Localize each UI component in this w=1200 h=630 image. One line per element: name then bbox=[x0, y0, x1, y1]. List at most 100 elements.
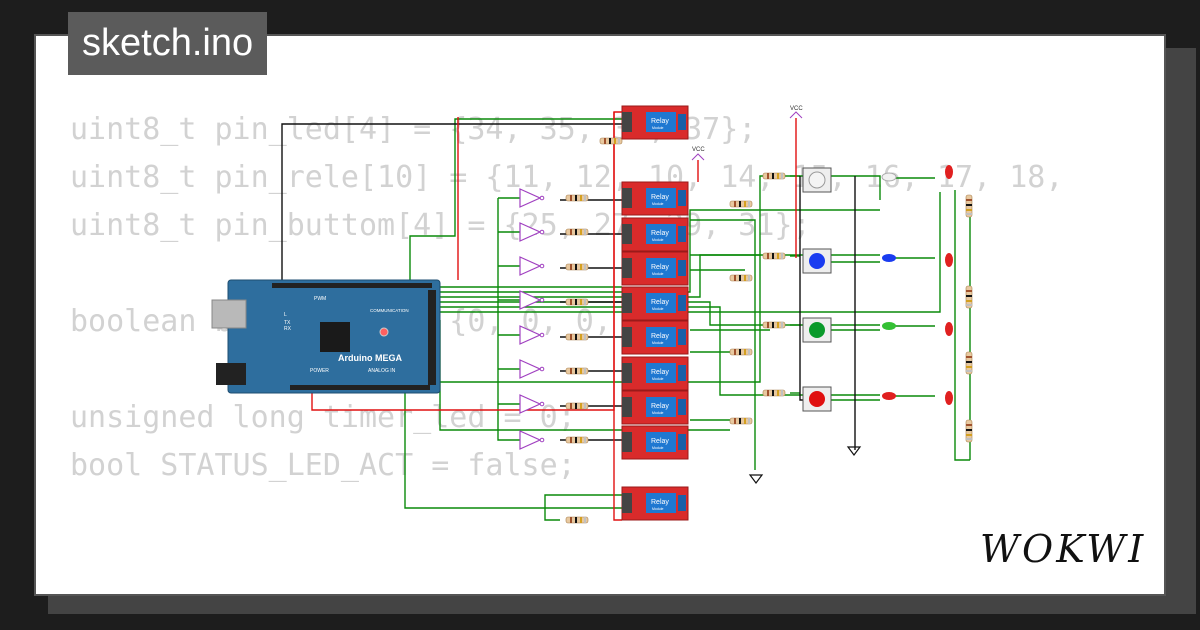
buffer-output bbox=[539, 229, 545, 235]
relay-sublabel: Module bbox=[652, 272, 664, 276]
status-led bbox=[945, 253, 953, 267]
resistor bbox=[565, 402, 589, 410]
relay-label: Relay bbox=[651, 499, 669, 506]
vcc-label: VCC bbox=[790, 106, 803, 112]
pushbutton-white bbox=[802, 167, 832, 193]
analog-in-label: ANALOG IN bbox=[368, 368, 396, 374]
side-header bbox=[428, 290, 436, 385]
buffer-output bbox=[539, 263, 545, 269]
reset-button bbox=[379, 327, 389, 337]
resistor bbox=[965, 285, 973, 309]
resistor bbox=[965, 194, 973, 218]
code-line: bool STATUS_LED_ACT = false; bbox=[70, 448, 576, 483]
relay-sublabel: Module bbox=[652, 507, 664, 511]
resistor bbox=[762, 321, 786, 329]
arduino-mega-board: Arduino MEGA PWM COMMUNICATION POWER ANA… bbox=[211, 279, 441, 394]
status-led bbox=[945, 322, 953, 336]
resistor bbox=[762, 252, 786, 260]
wokwi-logo-text: WOKWI bbox=[980, 527, 1146, 571]
resistor bbox=[565, 436, 589, 444]
power-jack bbox=[216, 363, 246, 385]
digital-header bbox=[272, 283, 432, 288]
wokwi-logo: WOKWI bbox=[978, 526, 1150, 572]
resistor bbox=[565, 367, 589, 375]
relay-label: Relay bbox=[651, 230, 669, 237]
resistor bbox=[565, 516, 589, 524]
led-green bbox=[882, 322, 896, 330]
buffer-output bbox=[539, 437, 545, 443]
resistor bbox=[762, 172, 786, 180]
relay-sublabel: Module bbox=[652, 126, 664, 130]
led-blue bbox=[882, 254, 896, 262]
resistor bbox=[565, 298, 589, 306]
buffer-output bbox=[539, 195, 545, 201]
pwm-label: PWM bbox=[314, 296, 326, 302]
resistor bbox=[565, 228, 589, 236]
pushbutton-green bbox=[802, 317, 832, 343]
pushbutton-red bbox=[802, 386, 832, 412]
preview-card: uint8_t pin_led[4] = {34, 35, 36, 37};ui… bbox=[34, 34, 1166, 596]
buffer-gate bbox=[519, 290, 542, 310]
code-line: uint8_t pin_buttom[4] = {25, 27, 29, 31}… bbox=[70, 208, 811, 243]
resistor bbox=[729, 348, 753, 356]
buffer-gate bbox=[519, 430, 542, 450]
buffer-gate bbox=[519, 256, 542, 276]
buffer-gate bbox=[519, 325, 542, 345]
relay-label: Relay bbox=[651, 118, 669, 125]
resistor bbox=[762, 389, 786, 397]
board-name: Arduino MEGA bbox=[338, 353, 402, 363]
sketch-filename-tag: sketch.ino bbox=[68, 12, 268, 75]
relay-modules: RelayModuleRelayModuleRelayModuleRelayMo… bbox=[621, 105, 689, 521]
led-red bbox=[882, 392, 896, 400]
relay-sublabel: Module bbox=[652, 446, 664, 450]
relay-label: Relay bbox=[651, 438, 669, 445]
relay-label: Relay bbox=[651, 264, 669, 271]
resistor bbox=[965, 419, 973, 443]
analog-header bbox=[290, 385, 430, 390]
buffer-gate bbox=[519, 394, 542, 414]
relay-sublabel: Module bbox=[652, 341, 664, 345]
pushbutton-blue bbox=[802, 248, 832, 274]
buffer-gate bbox=[519, 359, 542, 379]
pushbuttons bbox=[802, 167, 832, 412]
status-led bbox=[945, 165, 953, 179]
code-line: unsigned long timer_led = 0; bbox=[70, 400, 576, 435]
indicator-leds bbox=[881, 172, 897, 400]
vcc-symbols bbox=[691, 111, 803, 161]
relay-label: Relay bbox=[651, 194, 669, 201]
vcc-label: VCC bbox=[692, 147, 705, 153]
resistor bbox=[565, 194, 589, 202]
resistor bbox=[729, 274, 753, 282]
microcontroller-chip bbox=[320, 322, 350, 352]
code-line: uint8_t pin_rele[10] = {11, 12, 10, 14, … bbox=[70, 160, 1064, 195]
relay-label: Relay bbox=[651, 333, 669, 340]
communication-label: COMMUNICATION bbox=[370, 308, 409, 313]
l-led-label: L bbox=[284, 312, 287, 318]
led-white bbox=[881, 172, 897, 182]
relay-sublabel: Module bbox=[652, 238, 664, 242]
resistor bbox=[565, 263, 589, 271]
resistors bbox=[565, 137, 973, 524]
relay-sublabel: Module bbox=[652, 307, 664, 311]
resistor bbox=[599, 137, 623, 145]
relay-sublabel: Module bbox=[652, 377, 664, 381]
ground-symbols bbox=[748, 446, 862, 484]
resistor bbox=[729, 200, 753, 208]
tx-led-label: TX bbox=[284, 320, 291, 326]
relay-label: Relay bbox=[651, 403, 669, 410]
buffer-output bbox=[539, 366, 545, 372]
resistor bbox=[729, 417, 753, 425]
power-label: POWER bbox=[310, 368, 329, 374]
buffer-gate bbox=[519, 222, 542, 242]
buffer-output bbox=[539, 297, 545, 303]
status-led bbox=[945, 391, 953, 405]
